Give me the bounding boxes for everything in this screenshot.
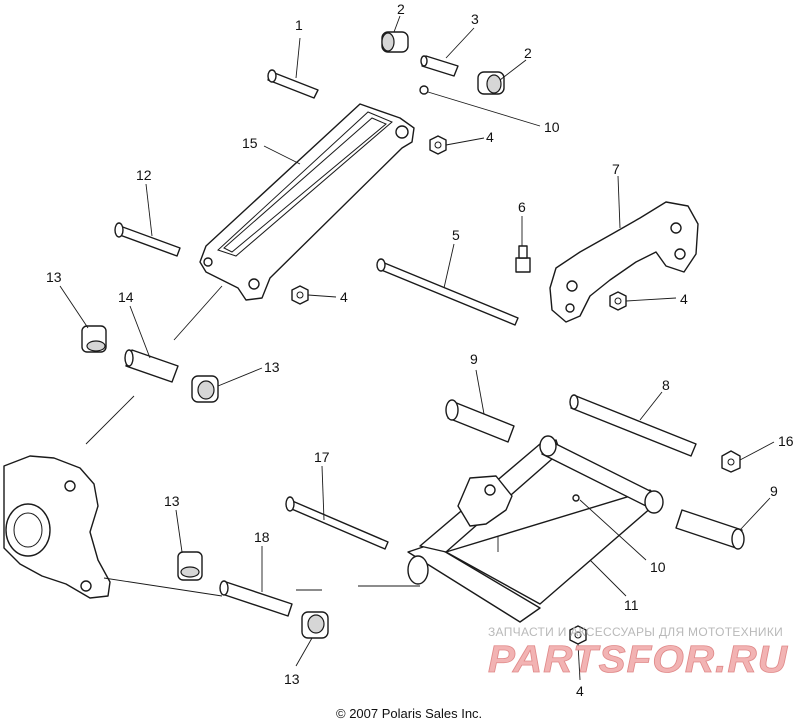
callout-8: 8 xyxy=(662,377,670,393)
watermark: ЗАПЧАСТИ И АКСЕССУАРЫ ДЛЯ МОТОТЕХНИКИ PA… xyxy=(488,625,789,681)
callout-4c: 4 xyxy=(680,291,688,307)
callout-9a: 9 xyxy=(470,351,478,367)
callout-5: 5 xyxy=(452,227,460,243)
part-upper-arm-15 xyxy=(199,103,415,301)
callout-4a: 4 xyxy=(486,129,494,145)
part-bracket-7 xyxy=(549,201,699,323)
callout-13c: 13 xyxy=(164,493,180,509)
callout-3: 3 xyxy=(471,11,479,27)
callout-numbers: 1 2 3 2 10 4 15 7 12 6 5 13 14 4 4 13 9 … xyxy=(46,1,794,699)
part-sleeve-14 xyxy=(124,349,179,383)
callout-2a: 2 xyxy=(397,1,405,17)
part-bushing-13b xyxy=(191,375,219,403)
callout-6: 6 xyxy=(518,199,526,215)
part-bolt-6 xyxy=(515,245,531,273)
part-nut-16 xyxy=(721,450,741,473)
callout-13a: 13 xyxy=(46,269,62,285)
callout-13d: 13 xyxy=(284,671,300,687)
callout-9b: 9 xyxy=(770,483,778,499)
callout-7: 7 xyxy=(612,161,620,177)
part-nut-4b xyxy=(291,285,309,305)
part-shaft-8 xyxy=(569,394,697,457)
watermark-logo: PARTSFOR.RU xyxy=(488,639,789,681)
callout-16: 16 xyxy=(778,433,794,449)
callout-4d: 4 xyxy=(576,683,584,699)
part-fitting-10a xyxy=(419,85,429,95)
part-knuckle xyxy=(3,455,111,599)
part-lower-arm-11 xyxy=(407,435,664,623)
part-sleeve-3 xyxy=(420,55,459,77)
callout-4b: 4 xyxy=(340,289,348,305)
part-nut-4a xyxy=(429,135,447,155)
callout-11: 11 xyxy=(624,597,639,613)
part-sleeve-9b xyxy=(675,509,745,550)
part-nut-4d xyxy=(569,625,587,645)
part-bushing-2b xyxy=(477,71,505,95)
callout-1: 1 xyxy=(295,17,303,33)
part-bolt-1 xyxy=(267,69,319,99)
callout-10b: 10 xyxy=(650,559,666,575)
callout-17: 17 xyxy=(314,449,330,465)
part-long-bolt-5 xyxy=(376,258,519,326)
callout-14: 14 xyxy=(118,289,134,305)
callout-2b: 2 xyxy=(524,45,532,61)
part-nut-4c xyxy=(609,291,627,311)
callout-13b: 13 xyxy=(264,359,280,375)
part-sleeve-9a xyxy=(445,399,515,443)
part-bolt-17 xyxy=(285,496,389,550)
callout-10a: 10 xyxy=(544,119,560,135)
part-bushing-13c xyxy=(177,551,203,581)
part-bolt-12 xyxy=(114,222,181,257)
part-sleeve-18 xyxy=(219,580,293,617)
part-bushing-13d xyxy=(301,611,329,639)
callout-15: 15 xyxy=(242,135,258,151)
copyright-notice: © 2007 Polaris Sales Inc. xyxy=(336,706,482,721)
callout-18: 18 xyxy=(254,529,270,545)
watermark-tagline: ЗАПЧАСТИ И АКСЕССУАРЫ ДЛЯ МОТОТЕХНИКИ xyxy=(488,625,783,639)
callout-leaders xyxy=(59,15,775,681)
part-bushing-13a xyxy=(81,325,107,353)
assembly-lines xyxy=(85,285,499,597)
callout-12: 12 xyxy=(136,167,152,183)
part-bushing-2a xyxy=(381,31,409,53)
